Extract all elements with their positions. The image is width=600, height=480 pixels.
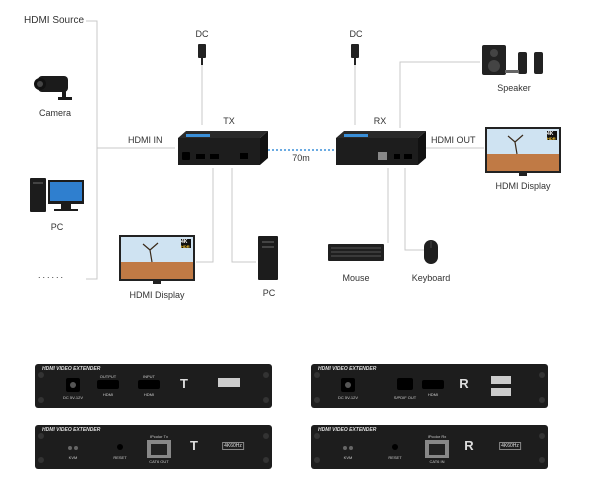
rx-front-dc: DC 5V-12V [337, 395, 359, 400]
tx-front-input: INPUT [143, 374, 155, 379]
tx-back-panel [35, 425, 272, 469]
mouse-label: Mouse [342, 273, 370, 283]
keyboard-label: Keyboard [411, 273, 451, 283]
distance-label: 70m [292, 153, 310, 163]
tx-back-reset: RESET [113, 455, 127, 460]
speaker-label: Speaker [497, 83, 531, 93]
tx-front-brand: HDMI VIDEO EXTENDER [42, 366, 101, 372]
rx-front-port: HDMI [427, 392, 439, 397]
rx-badge-hdr: HDR [547, 136, 556, 141]
dc-adapter-tx-icon [198, 44, 206, 65]
rx-back-ip: IPcolor Rx [427, 434, 447, 439]
rx-back-cat: CAT6 IN [429, 459, 445, 464]
tx-front-output: OUTPUT [99, 374, 117, 379]
rx-front-brand: HDMI VIDEO EXTENDER [318, 366, 377, 372]
tx-front-dc: DC 5V-12V [62, 395, 84, 400]
rx-label: RX [373, 116, 387, 126]
tx-device-icon [178, 131, 268, 165]
tx-back-badge: 4K60Hz [222, 442, 244, 450]
tx-display-line [196, 168, 214, 263]
rx-front-spdif: S/PDIF OUT [393, 395, 417, 400]
tx-display-label: HDMI Display [129, 290, 185, 300]
tx-pc-line [231, 168, 256, 263]
rx-device-icon [336, 131, 426, 165]
tx-back-letter: T [190, 438, 198, 453]
rx-keyboard-line [404, 168, 424, 251]
keyboard-device-icon [328, 244, 384, 261]
dc-rx-label: DC [349, 29, 363, 39]
tx-front-panel [35, 364, 272, 408]
tx-pc-label: PC [262, 288, 276, 298]
tx-back-kvm: KVM [68, 455, 78, 460]
source-title: HDMI Source [24, 15, 85, 26]
rx-front-letter: R [459, 376, 469, 391]
hdmi-in-label: HDMI IN [128, 135, 163, 145]
camera-label: Camera [38, 108, 72, 118]
rx-speaker-line [399, 61, 480, 128]
tx-back-cat: CAT6 OUT [149, 459, 169, 464]
source-bracket [86, 20, 98, 280]
tx-front-port2: HDMI [143, 392, 155, 397]
dc-adapter-rx-icon [351, 44, 359, 65]
tx-back-ip: IPcolor Tx [150, 434, 168, 439]
rx-back-brand: HDMI VIDEO EXTENDER [318, 427, 377, 433]
tx-hdmi-display-icon [119, 235, 195, 284]
tx-front-letter: T [180, 376, 188, 391]
rx-front-panel [311, 364, 548, 408]
rx-back-panel [311, 425, 548, 469]
rx-back-reset: RESET [388, 455, 402, 460]
speaker-icon [482, 45, 543, 75]
rx-display-label: HDMI Display [495, 181, 551, 191]
rx-back-kvm: KVM [343, 455, 353, 460]
rx-hdmi-display-icon [485, 127, 561, 176]
camera-icon [34, 76, 72, 100]
mouse-device-icon [424, 240, 438, 264]
tx-label: TX [223, 116, 235, 126]
tx-front-port1: HDMI [102, 392, 114, 397]
tx-badge-hdr: HDR [181, 244, 190, 249]
source-pc-label: PC [50, 222, 64, 232]
source-pc-icon [30, 178, 84, 212]
rx-badge-4k: 4K [547, 131, 554, 137]
hdmi-out-label: HDMI OUT [431, 135, 476, 145]
tx-pc-icon [258, 236, 278, 280]
rx-back-badge: 4K60Hz [499, 442, 521, 450]
more-sources-label: ...... [38, 270, 66, 280]
tx-badge-4k: 4K [181, 239, 188, 245]
rx-back-letter: R [464, 438, 474, 453]
tx-back-brand: HDMI VIDEO EXTENDER [42, 427, 101, 433]
dc-tx-label: DC [195, 29, 209, 39]
